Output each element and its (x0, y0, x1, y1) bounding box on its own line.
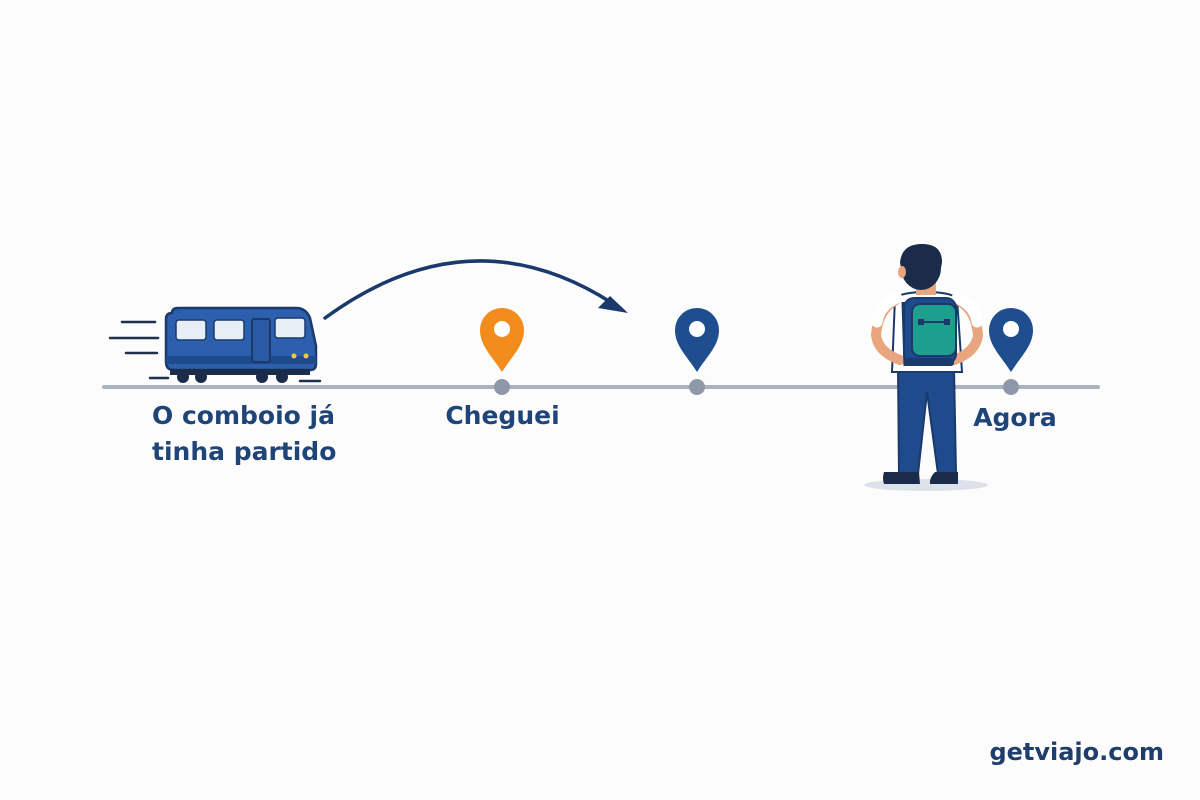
label-line: tinha partido (152, 437, 337, 466)
label-line: Cheguei (445, 401, 560, 430)
label-line: O comboio já (152, 401, 335, 430)
timeline-dot (494, 379, 510, 395)
event-label-arrived: Cheguei (430, 398, 575, 434)
timeline-dot (689, 379, 705, 395)
train-icon (108, 306, 322, 383)
location-pin-icon (989, 308, 1033, 372)
event-label-now: Agora (955, 400, 1075, 436)
location-pin-icon (675, 308, 719, 372)
label-line: Agora (973, 403, 1057, 432)
location-pin-icon (480, 308, 524, 372)
event-label-departed: O comboio já tinha partido (152, 398, 352, 470)
traveler-icon (864, 244, 988, 491)
timeline-dot (1003, 379, 1019, 395)
watermark: getviajo.com (989, 738, 1164, 766)
curved-arrow-icon (323, 259, 628, 320)
